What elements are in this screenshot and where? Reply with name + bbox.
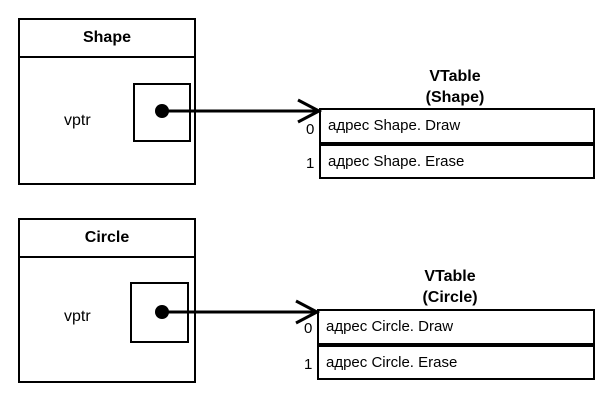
object-title-shape: Shape [20,20,194,58]
vtable-title-line1: VTable [424,268,476,285]
pointer-arrow-circle [155,299,321,325]
object-title-circle: Circle [20,220,194,258]
pointer-arrow-shape [155,98,323,124]
vptr-label-circle: vptr [64,308,91,325]
vtable-index: 1 [304,356,313,373]
vtable-index: 1 [306,155,315,172]
vtable-entry-circle-erase: адрес Circle. Erase [317,345,595,380]
vtable-entry-shape-draw: адрес Shape. Draw [319,108,595,144]
vtable-title-circle: VTable (Circle) [380,266,520,308]
vtable-index: 0 [304,320,313,337]
arrow-head-shape [297,98,323,124]
vptr-label-shape: vptr [64,112,91,129]
vtable-title-line2: (Circle) [422,289,478,306]
vtable-title-shape: VTable (Shape) [385,66,525,108]
vtable-index: 0 [306,121,315,138]
arrow-head-circle [295,299,321,325]
vtable-title-line2: (Shape) [425,89,485,106]
vtable-entry-circle-draw: адрес Circle. Draw [317,309,595,345]
vtable-entry-shape-erase: адрес Shape. Erase [319,144,595,179]
vtable-title-line1: VTable [429,68,481,85]
